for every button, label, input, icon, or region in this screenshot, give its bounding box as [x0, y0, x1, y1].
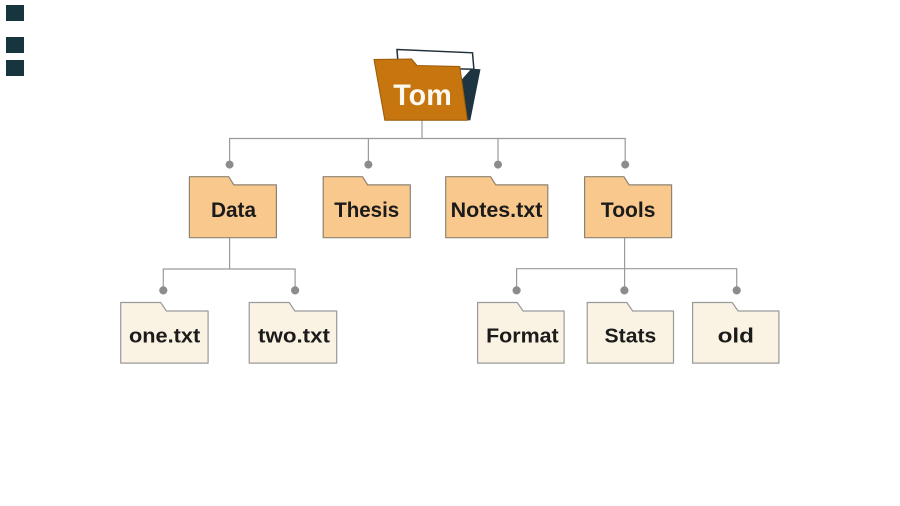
svg-text:Notes.txt: Notes.txt [451, 199, 543, 222]
svg-text:Thesis: Thesis [334, 199, 399, 222]
svg-text:one.txt: one.txt [129, 325, 201, 347]
svg-text:two.txt: two.txt [258, 325, 330, 347]
svg-text:Tom: Tom [393, 79, 452, 112]
svg-text:Tools: Tools [601, 199, 656, 222]
svg-text:old: old [718, 325, 754, 347]
svg-text:Stats: Stats [605, 325, 657, 347]
svg-text:Format: Format [486, 325, 559, 347]
svg-text:Data: Data [211, 199, 256, 222]
